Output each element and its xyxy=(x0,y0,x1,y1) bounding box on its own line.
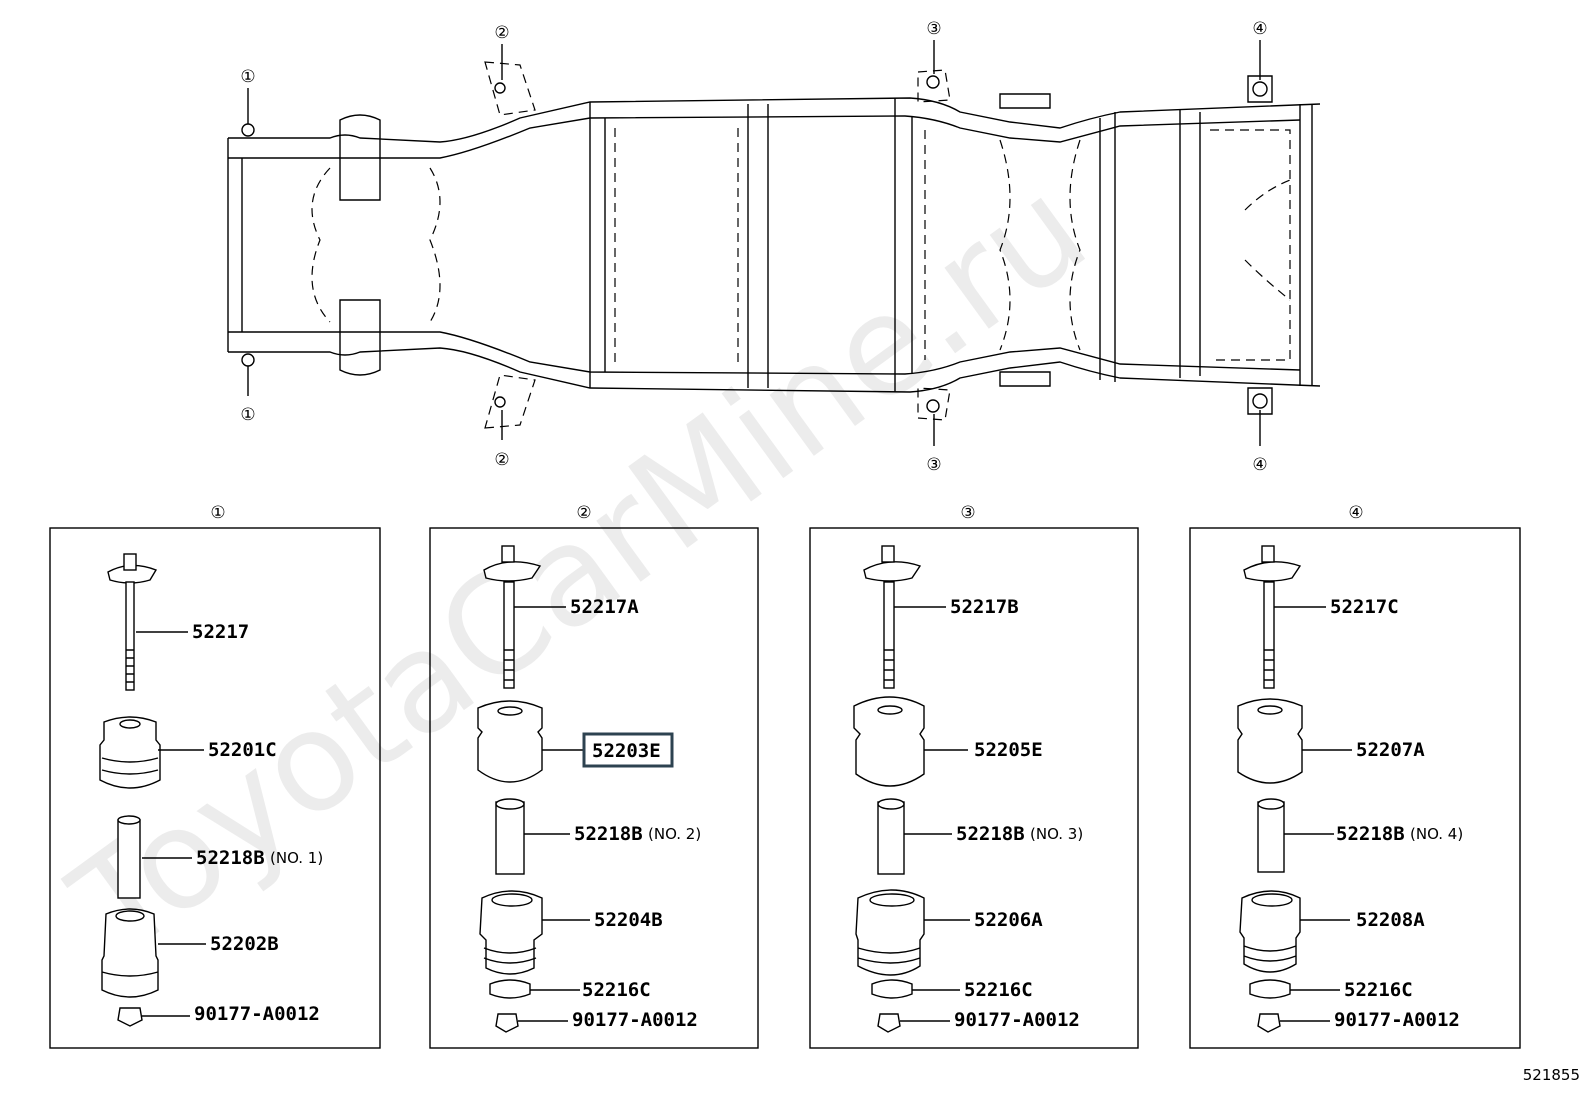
group-number: ④ xyxy=(1348,503,1363,523)
diagram-ref-number: 521855 xyxy=(1523,1066,1580,1084)
part-52216C-g2: 52216C xyxy=(582,979,651,1001)
part-52216C-g4: 52216C xyxy=(1344,979,1413,1001)
part-52218B-no1: 52218B xyxy=(196,847,265,869)
part-52217C: 52217C xyxy=(1330,596,1399,618)
part-52206A: 52206A xyxy=(974,909,1043,931)
part-52218B-no2-suffix: (NO. 2) xyxy=(648,825,701,843)
part-52207A: 52207A xyxy=(1356,739,1425,761)
callout-bottom-4: ④ xyxy=(1252,455,1267,475)
callout-top-1: ① xyxy=(240,67,255,87)
part-52204B: 52204B xyxy=(594,909,663,931)
callout-top-3: ③ xyxy=(926,19,941,39)
part-52218B-no4-suffix: (NO. 4) xyxy=(1410,825,1463,843)
part-52217: 52217 xyxy=(192,621,249,643)
part-52203E[interactable]: 52203E xyxy=(592,740,661,762)
part-52202B: 52202B xyxy=(210,933,279,955)
part-52218B-no3-suffix: (NO. 3) xyxy=(1030,825,1083,843)
group-number: ③ xyxy=(960,503,975,523)
mount-group-4: ④ 52217C 52207A 52218B (NO. 4) 52208A 52… xyxy=(1189,503,1521,1049)
highlight-box xyxy=(582,732,674,768)
group-number: ① xyxy=(210,503,225,523)
part-90177-A0012-g2: 90177-A0012 xyxy=(572,1009,698,1031)
mount-group-3: ③ 52217B 52205E 52218B (NO. 3) 52206A 52… xyxy=(809,503,1139,1049)
part-90177-A0012-g1: 90177-A0012 xyxy=(194,1003,320,1025)
part-90177-A0012-g3: 90177-A0012 xyxy=(954,1009,1080,1031)
frame-callouts-top: ① ② ③ ④ xyxy=(240,19,1267,87)
chassis-frame xyxy=(227,40,1321,446)
mount-group-2: ② 52217A 52203E 52218B (NO. 2) 52204B 52… xyxy=(429,503,759,1049)
mount-group-1: ① 52217 52201C 52218B (NO. 1) 52202B 901… xyxy=(49,503,381,1049)
callout-top-4: ④ xyxy=(1252,19,1267,39)
part-52218B-no2: 52218B xyxy=(574,823,643,845)
part-52218B-no3: 52218B xyxy=(956,823,1025,845)
callout-bottom-1: ① xyxy=(240,405,255,425)
part-52217B: 52217B xyxy=(950,596,1019,618)
part-52201C: 52201C xyxy=(208,739,277,761)
part-52208A: 52208A xyxy=(1356,909,1425,931)
group-number: ② xyxy=(576,503,591,523)
frame-callouts-bottom: ① ② ③ ④ xyxy=(240,405,1267,475)
part-52218B-no4: 52218B xyxy=(1336,823,1405,845)
callout-top-2: ② xyxy=(494,23,509,43)
part-52218B-no1-suffix: (NO. 1) xyxy=(270,849,323,867)
part-52216C-g3: 52216C xyxy=(964,979,1033,1001)
part-90177-A0012-g4: 90177-A0012 xyxy=(1334,1009,1460,1031)
part-52217A: 52217A xyxy=(570,596,639,618)
part-52205E: 52205E xyxy=(974,739,1043,761)
callout-bottom-3: ③ xyxy=(926,455,941,475)
callout-bottom-2: ② xyxy=(494,450,509,470)
